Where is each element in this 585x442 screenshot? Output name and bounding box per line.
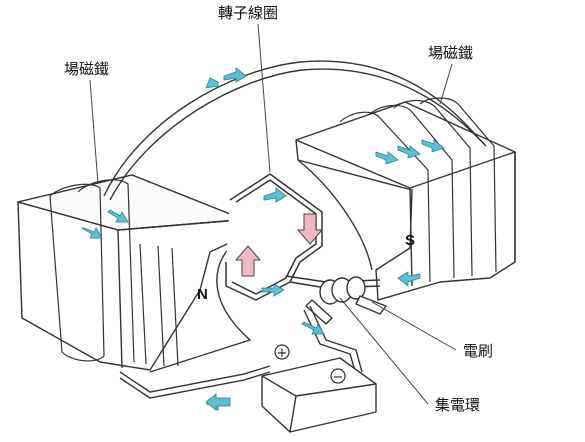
brush-label: 電刷 [463, 342, 494, 360]
field-wire-arc [103, 60, 481, 197]
brushes [305, 295, 387, 325]
current-arrows [80, 67, 445, 411]
left-field-magnet [17, 174, 251, 373]
field-magnet-right-label: 場磁鐵 [428, 44, 474, 62]
positive-terminal [274, 344, 290, 360]
negative-symbol: − [333, 370, 344, 385]
force-arrows [234, 213, 324, 277]
north-pole-label: N [197, 286, 208, 303]
battery [261, 357, 377, 433]
rotor-coil-label: 轉子線圈 [218, 4, 279, 22]
south-pole-label: S [405, 232, 416, 249]
right-field-magnet [295, 101, 516, 301]
negative-terminal [330, 368, 346, 384]
right-magnet-windings [339, 97, 497, 283]
left-magnet-windings [49, 179, 179, 367]
field-magnet-left-label: 場磁鐵 [64, 60, 110, 78]
slip-ring-label: 集電環 [435, 396, 481, 414]
battery-terminals [274, 344, 346, 384]
positive-symbol: + [277, 346, 288, 361]
slip-rings [319, 276, 366, 305]
